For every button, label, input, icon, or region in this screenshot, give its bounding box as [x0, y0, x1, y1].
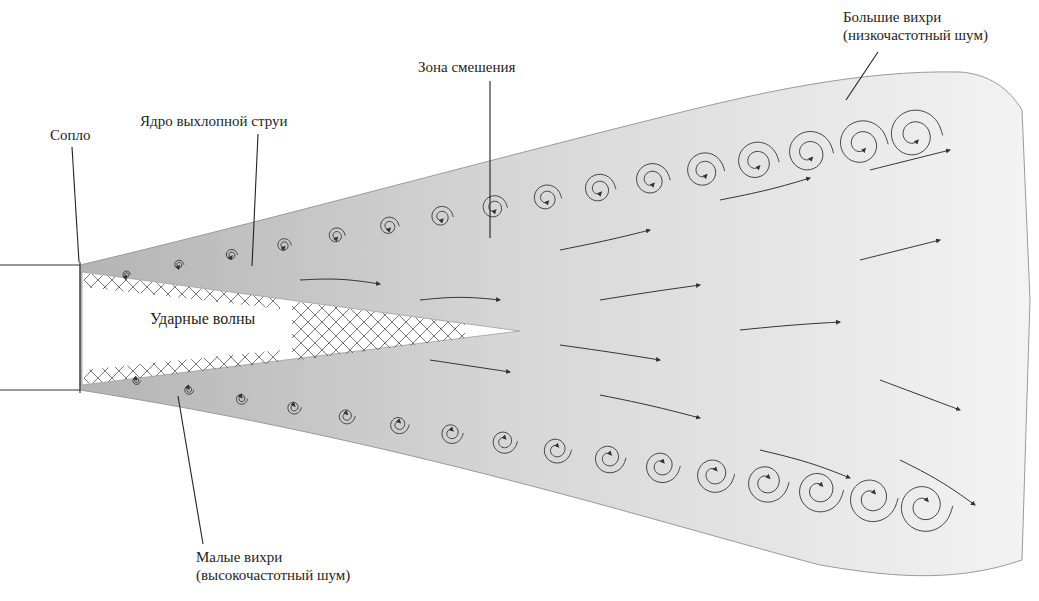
eddy: [226, 249, 237, 259]
jet-core: [82, 272, 520, 385]
eddy: [278, 239, 291, 251]
eddy: [123, 271, 131, 278]
flow-arrow: [860, 240, 940, 260]
eddy: [339, 410, 355, 424]
eddy: [647, 453, 681, 482]
eddy: [432, 206, 453, 225]
eddy: [534, 185, 561, 209]
shock-waves: [292, 301, 465, 361]
label-text: Сопло: [50, 127, 91, 143]
flow-arrow: [420, 297, 500, 300]
eddy: [790, 132, 834, 170]
flow-arrow: [870, 150, 950, 170]
part-label: Большие вихри (низкочастотный шум): [843, 8, 1023, 44]
eddy: [381, 217, 400, 233]
leader-lines: [72, 52, 878, 544]
flow-arrow: [600, 285, 700, 300]
eddy: [544, 439, 571, 463]
eddy: [329, 228, 345, 242]
shock-waves: [84, 273, 280, 309]
flow-arrow: [560, 345, 660, 360]
eddy: [585, 174, 615, 201]
part-label: Зона смешения: [418, 58, 515, 76]
label-text: Ядро выхлопной струи: [140, 113, 288, 129]
eddy: [185, 386, 194, 394]
part-label: Ядро выхлопной струи: [140, 112, 288, 130]
label-text: Ударные волны: [150, 310, 255, 327]
flow-arrow: [600, 395, 700, 418]
flow-arrows: [300, 150, 975, 505]
flow-arrow: [880, 380, 960, 410]
eddy: [493, 432, 517, 453]
part-label: Сопло: [50, 126, 91, 144]
eddy: [841, 121, 889, 162]
eddy: [739, 142, 780, 177]
eddy: [800, 473, 844, 511]
eddy: [288, 402, 301, 414]
flow-arrow: [430, 360, 510, 372]
part-label: Малые вихри (высокочастотный шум): [196, 548, 366, 584]
eddy: [901, 487, 952, 532]
flow-arrow: [720, 178, 810, 200]
eddy: [133, 378, 141, 385]
eddy: [891, 110, 942, 155]
eddy: [749, 467, 790, 502]
flow-arrow: [740, 322, 840, 330]
flow-arrow: [900, 460, 975, 505]
exhaust-plume: [80, 72, 1030, 576]
eddy: [637, 164, 671, 193]
nozzle: [0, 262, 80, 393]
eddy: [442, 425, 463, 444]
eddy: [595, 446, 625, 473]
eddy: [851, 480, 899, 521]
eddies: [123, 110, 953, 531]
eddy: [483, 196, 507, 217]
eddy: [698, 460, 735, 492]
label-text: Зона смешения: [418, 59, 515, 75]
eddy: [175, 260, 184, 268]
label-text: Малые вихри (высокочастотный шум): [196, 549, 350, 583]
eddy: [688, 153, 725, 185]
label-text: Большие вихри (низкочастотный шум): [843, 9, 988, 43]
eddy: [236, 394, 247, 404]
part-label: Ударные волны: [150, 310, 255, 328]
flow-arrow: [760, 450, 850, 478]
eddy: [391, 417, 410, 433]
flow-arrow: [560, 230, 650, 250]
flow-arrow: [300, 279, 380, 284]
shock-waves: [84, 350, 280, 384]
